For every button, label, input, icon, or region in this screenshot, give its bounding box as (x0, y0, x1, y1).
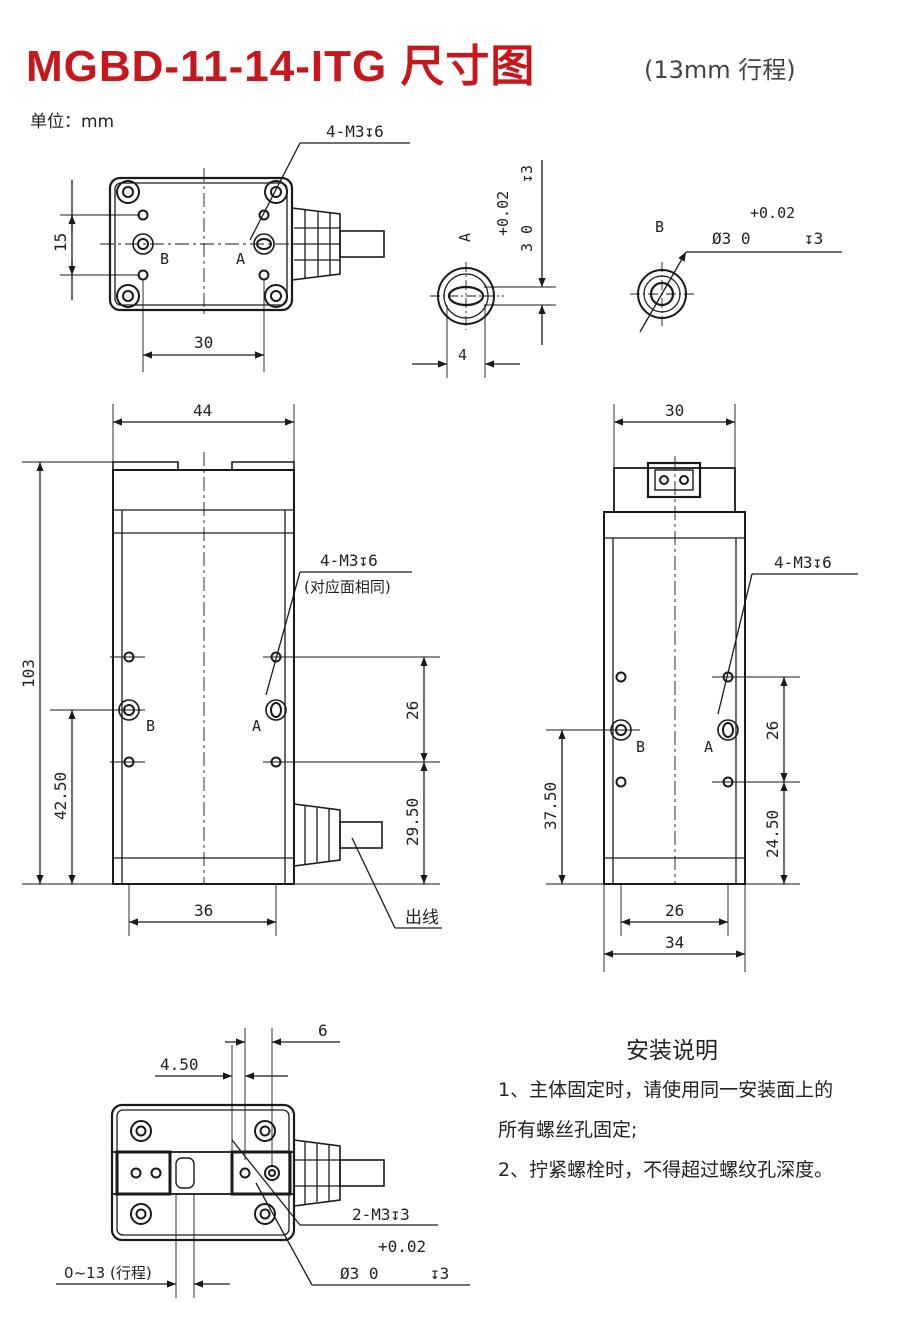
corner-bolt-icon (130, 1203, 152, 1225)
top-port-a-label: A (236, 250, 245, 268)
front-callout-note: (对应面相同) (304, 578, 391, 596)
install-note-line: 所有螺丝孔固定; (498, 1119, 637, 1141)
top-callout: 4-M3↧6 (326, 122, 384, 141)
top-dim-30: 30 (194, 333, 213, 352)
unit-label: 单位：mm (30, 112, 114, 132)
page-title: MGBD-11-14-ITG 尺寸图 (26, 42, 536, 91)
side-dim-24-50: 24.50 (763, 810, 782, 858)
bottom-view: 6 4.50 2-M3↧3 +0.02 Ø3 0 ↧3 0~13 (行程) (56, 1021, 470, 1298)
port-a-width: 4 (458, 346, 467, 364)
port-b-depth: ↧3 (804, 229, 823, 248)
port-b-spec: Ø3 0 (712, 229, 751, 248)
top-view: B A 4-M3↧6 15 30 (51, 122, 410, 372)
port-b-label: B (655, 218, 664, 236)
front-dim-44: 44 (193, 401, 212, 420)
corner-bolt-icon (130, 1120, 152, 1142)
bottom-dim-4-50: 4.50 (160, 1055, 199, 1074)
bottom-spec: Ø3 0 (340, 1264, 379, 1283)
bottom-stroke-label: 0~13 (行程) (64, 1264, 152, 1282)
install-note-line: 1、主体固定时，请使用同一安装面上的 (498, 1079, 833, 1101)
corner-bolt-icon (254, 1120, 276, 1142)
install-notes: 安装说明 1、主体固定时，请使用同一安装面上的 所有螺丝孔固定; 2、拧紧螺栓时… (498, 1038, 833, 1181)
install-notes-title: 安装说明 (626, 1038, 718, 1064)
front-dim-26: 26 (403, 701, 422, 720)
install-note-line: 2、拧紧螺栓时，不得超过螺纹孔深度。 (498, 1159, 833, 1181)
bottom-depth: ↧3 (430, 1264, 449, 1283)
port-a-label: A (456, 233, 474, 242)
corner-bolt-icon (254, 1203, 276, 1225)
front-dim-103: 103 (19, 659, 38, 688)
port-a-nominal: 3 0 (518, 225, 536, 252)
port-b-tolerance: +0.02 (750, 204, 795, 222)
corner-bolt-icon (116, 180, 140, 204)
cable-outlet-label: 出线 (405, 908, 439, 928)
side-dim-30: 30 (665, 401, 684, 420)
port-a-detail: 4 A +0.02 3 0 ↧3 (412, 160, 556, 378)
side-dim-37-50: 37.50 (541, 782, 560, 830)
corner-bolt-icon (116, 284, 140, 308)
port-a-depth: ↧3 (518, 165, 536, 183)
top-port-b-label: B (160, 250, 169, 268)
side-view: B A 4-M3↧6 30 37.50 26 24.50 26 (541, 401, 858, 972)
front-dim-29-50: 29.50 (403, 798, 422, 846)
top-dim-15: 15 (51, 233, 70, 252)
bottom-tolerance: +0.02 (378, 1237, 426, 1256)
port-a-tolerance: +0.02 (494, 191, 512, 236)
front-view: B A 出线 4-M3↧6 (对应面相同) 44 (19, 401, 442, 936)
side-dim-26-horizontal: 26 (665, 901, 684, 920)
side-dim-34: 34 (665, 933, 684, 952)
port-b-detail: B +0.02 Ø3 0 ↧3 (630, 204, 842, 333)
corner-bolt-icon (264, 284, 288, 308)
stroke-subtitle: (13mm 行程) (644, 56, 796, 84)
front-dim-36: 36 (194, 901, 213, 920)
front-dim-42-50: 42.50 (51, 772, 70, 820)
front-port-b-label: B (146, 717, 155, 735)
front-callout: 4-M3↧6 (320, 551, 378, 570)
front-port-a-label: A (252, 717, 261, 735)
bottom-callout-m3: 2-M3↧3 (352, 1205, 410, 1224)
side-dim-26-vertical: 26 (763, 721, 782, 740)
side-port-b-label: B (636, 738, 645, 756)
bottom-dim-6: 6 (318, 1021, 328, 1040)
corner-bolt-icon (264, 180, 288, 204)
side-port-a-label: A (704, 738, 713, 756)
side-callout: 4-M3↧6 (774, 553, 832, 572)
